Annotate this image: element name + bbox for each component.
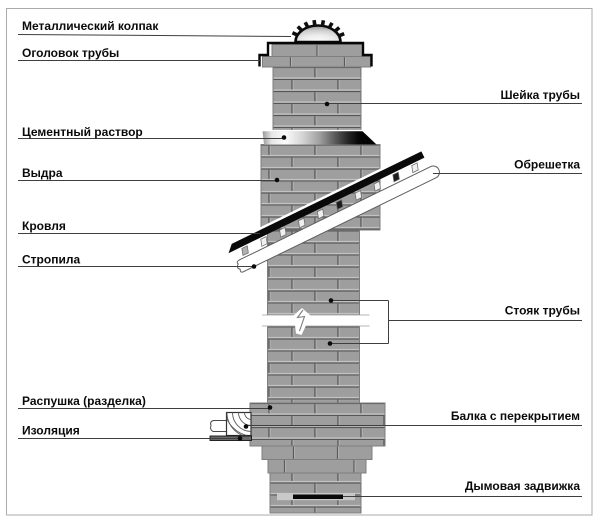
svg-text:Шейка трубы: Шейка трубы bbox=[500, 88, 580, 102]
svg-text:Стропила: Стропила bbox=[22, 252, 80, 266]
svg-text:Выдра: Выдра bbox=[22, 166, 63, 180]
svg-text:Цементный раствор: Цементный раствор bbox=[22, 125, 143, 139]
svg-text:Балка с перекрытием: Балка с перекрытием bbox=[451, 409, 580, 423]
svg-text:Оголовок трубы: Оголовок трубы bbox=[22, 46, 119, 60]
svg-text:Металлический колпак: Металлический колпак bbox=[22, 19, 159, 33]
svg-text:Изоляция: Изоляция bbox=[22, 424, 80, 438]
svg-text:Стояк трубы: Стояк трубы bbox=[505, 304, 580, 318]
svg-text:Обрешетка: Обрешетка bbox=[514, 158, 580, 172]
svg-text:Распушка (разделка): Распушка (разделка) bbox=[22, 394, 146, 408]
svg-text:Дымовая задвижка: Дымовая задвижка bbox=[465, 479, 580, 493]
svg-text:Кровля: Кровля bbox=[22, 219, 66, 233]
